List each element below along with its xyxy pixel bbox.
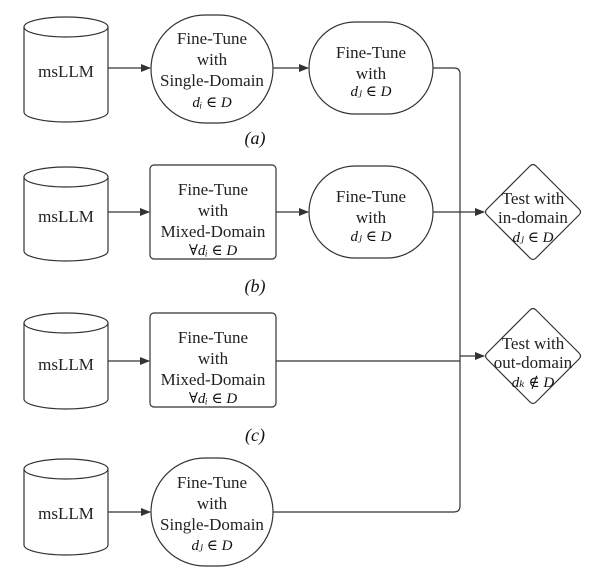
row-d-msllm-cylinder: msLLM — [23, 458, 109, 556]
row-a-step1-line1: Fine-Tune — [177, 29, 247, 48]
row-d-step1-math: dⱼ ∈ D — [192, 538, 233, 554]
test-in-domain-line1: Test with — [502, 189, 565, 208]
row-a: msLLM Fine-Tune with Single-Domain dᵢ ∈ … — [23, 14, 434, 149]
row-c-msllm-label: msLLM — [38, 355, 94, 374]
row-b-step2-line2: with — [356, 208, 387, 227]
row-b-finetune-mixed-node: Fine-Tune with Mixed-Domain ∀dᵢ ∈ D — [149, 164, 277, 260]
row-a-step1-line3: Single-Domain — [160, 71, 264, 90]
row-b-step1-line2: with — [198, 201, 229, 220]
row-b-step2-line1: Fine-Tune — [336, 187, 406, 206]
row-d-step1-line2: with — [197, 494, 228, 513]
row-a-finetune-target-node: Fine-Tune with dⱼ ∈ D — [308, 21, 434, 115]
caption-c: (c) — [245, 425, 265, 446]
test-out-domain-node: Test with out-domain dₖ ∉ D — [484, 307, 582, 405]
row-b-finetune-target-node: Fine-Tune with dⱼ ∈ D — [308, 165, 434, 259]
row-a-msllm-cylinder: msLLM — [23, 16, 109, 123]
row-c: msLLM Fine-Tune with Mixed-Domain ∀dᵢ ∈ … — [23, 312, 277, 446]
row-a-step1-math: dᵢ ∈ D — [192, 95, 231, 111]
row-b-step1-line1: Fine-Tune — [178, 180, 248, 199]
test-in-domain-node: Test with in-domain dⱼ ∈ D — [484, 163, 582, 261]
row-d-step1-line3: Single-Domain — [160, 515, 264, 534]
row-a-step2-math: dⱼ ∈ D — [351, 84, 392, 100]
row-c-step1-line1: Fine-Tune — [178, 328, 248, 347]
test-out-domain-line1: Test with — [502, 334, 565, 353]
row-a-msllm-label: msLLM — [38, 62, 94, 81]
connectors — [273, 67, 485, 513]
row-d-msllm-label: msLLM — [38, 504, 94, 523]
row-c-finetune-mixed-node: Fine-Tune with Mixed-Domain ∀dᵢ ∈ D — [149, 312, 277, 408]
test-in-domain-math: dⱼ ∈ D — [513, 230, 554, 246]
row-a-step2-line2: with — [356, 64, 387, 83]
test-out-domain-line2: out-domain — [494, 353, 573, 372]
row-b-step1-line3: Mixed-Domain — [161, 222, 266, 241]
row-a-step2-line1: Fine-Tune — [336, 43, 406, 62]
row-d-finetune-single-node: Fine-Tune with Single-Domain dⱼ ∈ D — [150, 457, 274, 567]
row-c-step1-line2: with — [198, 349, 229, 368]
row-c-step1-math: ∀dᵢ ∈ D — [189, 391, 238, 407]
row-b: msLLM Fine-Tune with Mixed-Domain ∀dᵢ ∈ … — [23, 164, 434, 297]
row-b-step2-math: dⱼ ∈ D — [351, 229, 392, 245]
row-b-msllm-label: msLLM — [38, 207, 94, 226]
caption-b: (b) — [245, 276, 266, 297]
row-b-msllm-cylinder: msLLM — [23, 166, 109, 262]
row-a-step1-line2: with — [197, 50, 228, 69]
caption-a: (a) — [245, 128, 266, 149]
row-c-step1-line3: Mixed-Domain — [161, 370, 266, 389]
test-in-domain-line2: in-domain — [498, 208, 568, 227]
row-a-finetune-single-node: Fine-Tune with Single-Domain dᵢ ∈ D — [150, 14, 274, 124]
row-d: msLLM Fine-Tune with Single-Domain dⱼ ∈ … — [23, 457, 274, 567]
test-out-domain-math: dₖ ∉ D — [512, 375, 555, 391]
row-c-msllm-cylinder: msLLM — [23, 312, 109, 410]
row-d-step1-line1: Fine-Tune — [177, 473, 247, 492]
row-b-step1-math: ∀dᵢ ∈ D — [189, 243, 238, 259]
bus-line — [273, 67, 461, 513]
